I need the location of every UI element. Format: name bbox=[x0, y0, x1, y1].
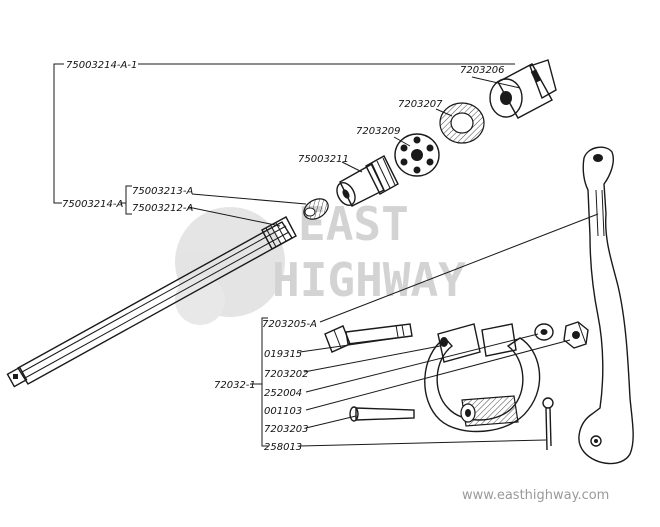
washer bbox=[534, 323, 554, 341]
watermark-splash-small bbox=[175, 275, 225, 325]
watermark-url: www.easthighway.com bbox=[462, 488, 609, 503]
label-7203207: 7203207 bbox=[398, 99, 443, 110]
label-019315: 019315 bbox=[264, 349, 302, 360]
cotter-pin bbox=[542, 397, 554, 451]
label-75003211: 75003211 bbox=[298, 154, 349, 165]
label-252004: 252004 bbox=[264, 388, 302, 399]
watermark-word-highway: HIGHWAY bbox=[272, 253, 466, 307]
leader-lines bbox=[53, 63, 599, 447]
label-75003214-a: 75003214-A bbox=[62, 199, 124, 210]
label-7203209: 7203209 bbox=[356, 126, 401, 137]
perforated-disc bbox=[394, 133, 440, 177]
label-72032-1: 72032-1 bbox=[214, 380, 256, 391]
clamp bbox=[424, 323, 541, 433]
label-7203203: 7203203 bbox=[264, 424, 309, 435]
label-75003212-a: 75003212-A bbox=[132, 203, 194, 214]
long-shaft bbox=[6, 216, 297, 388]
part-labels: 75003214-A-1 7203206 7203207 7203209 750… bbox=[62, 60, 505, 453]
label-75003214-a-1: 75003214-A-1 bbox=[66, 60, 137, 71]
nut bbox=[563, 321, 589, 349]
clutch-hub bbox=[489, 59, 557, 119]
friction-ring bbox=[439, 102, 485, 144]
label-7203206: 7203206 bbox=[460, 65, 505, 76]
label-001103: 001103 bbox=[264, 406, 302, 417]
label-7203205-a: 7203205-A bbox=[262, 319, 317, 330]
pin bbox=[349, 406, 415, 422]
spline-coupling bbox=[303, 198, 329, 220]
label-75003213-a: 75003213-A bbox=[132, 186, 194, 197]
label-258013: 258013 bbox=[264, 442, 302, 453]
label-7203202: 7203202 bbox=[264, 369, 309, 380]
splined-sleeve bbox=[336, 155, 399, 207]
lever bbox=[578, 146, 634, 465]
